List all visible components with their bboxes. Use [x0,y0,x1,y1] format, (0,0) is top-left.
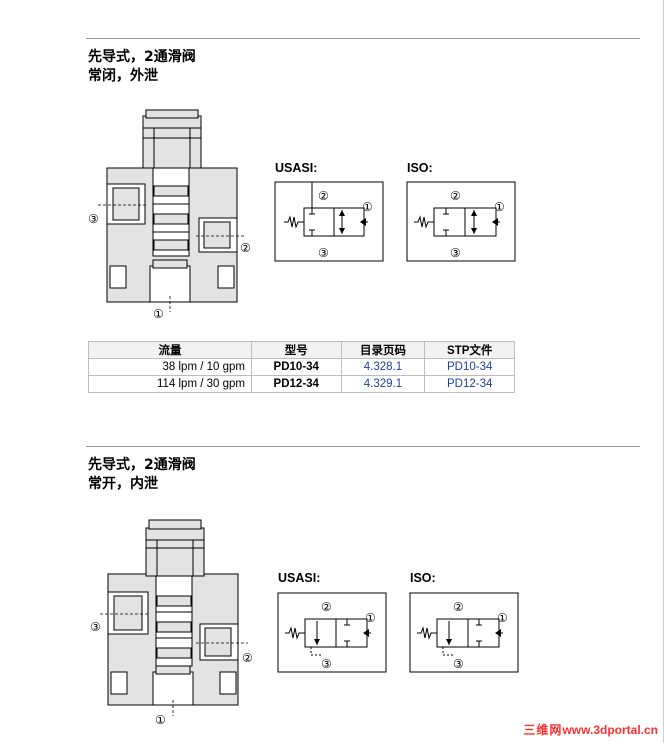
usasi1-port1: ① [362,200,373,214]
drawing2-port1-label: ① [155,713,166,727]
iso-symbol-2: ② ③ ① [409,592,519,673]
usasi-symbol-1: ② ③ ① [274,181,384,262]
cell-flow: 38 lpm / 10 gpm [88,358,252,376]
iso1-port1: ① [494,200,505,214]
iso2-port3: ③ [453,657,464,671]
usasi1-port2: ② [318,189,329,203]
section1-heading: 先导式，2通滑阀 常闭，外泄 [88,48,196,86]
iso-label-1: ISO: [407,161,433,175]
section2-title: 先导式，2通滑阀 [88,457,196,473]
section2-heading: 先导式，2通滑阀 常开，内泄 [88,456,196,494]
stp-file-link[interactable]: PD12-34 [424,375,515,393]
table-header-row: 流量 型号 目录页码 STP文件 [88,341,515,359]
section1-title: 先导式，2通滑阀 [88,49,196,65]
iso2-port2: ② [453,600,464,614]
iso-label-2: ISO: [410,571,436,585]
cell-flow: 114 lpm / 30 gpm [88,375,252,393]
catalog-page-link[interactable]: 4.328.1 [340,358,426,376]
usasi-label-1: USASI: [275,161,318,175]
section2-subtitle: 常开，内泄 [88,476,158,492]
column-header-stp: STP文件 [424,341,515,359]
iso-symbol-1: ② ③ ① [406,181,516,262]
drawing1-port2-label: ② [240,241,251,255]
iso1-port3: ③ [450,246,461,260]
usasi2-port2: ② [321,600,332,614]
drawing1-port3-label: ③ [88,212,99,226]
watermark: 三维网www.3dportal.cn [523,721,658,738]
watermark-url: www.3dportal.cn [562,723,658,737]
section-divider-2 [86,446,640,447]
cell-model: PD12-34 [250,375,342,393]
column-header-model: 型号 [250,341,342,359]
cell-model: PD10-34 [250,358,342,376]
catalog-page-link[interactable]: 4.329.1 [340,375,426,393]
drawing2-port2-label: ② [242,651,253,665]
usasi-symbol-2: ② ③ ① [277,592,387,673]
usasi2-port1: ① [365,611,376,625]
spec-table: 流量 型号 目录页码 STP文件 38 lpm / 10 gpm PD10-34… [88,341,515,393]
column-header-flow: 流量 [88,341,252,359]
drawing2-port3-label: ③ [90,620,101,634]
iso2-port1: ① [497,611,508,625]
stp-file-link[interactable]: PD10-34 [424,358,515,376]
iso1-port2: ② [450,189,461,203]
usasi1-port3: ③ [318,246,329,260]
watermark-cn: 三维网 [523,723,563,737]
table-row: 38 lpm / 10 gpm PD10-34 4.328.1 PD10-34 [88,358,515,376]
section1-subtitle: 常闭，外泄 [88,68,158,84]
usasi2-port3: ③ [321,657,332,671]
column-header-page: 目录页码 [340,341,426,359]
table-row: 114 lpm / 30 gpm PD12-34 4.329.1 PD12-34 [88,375,515,393]
usasi-label-2: USASI: [278,571,321,585]
section-divider-1 [86,38,640,39]
drawing1-port1-label: ① [153,307,164,321]
